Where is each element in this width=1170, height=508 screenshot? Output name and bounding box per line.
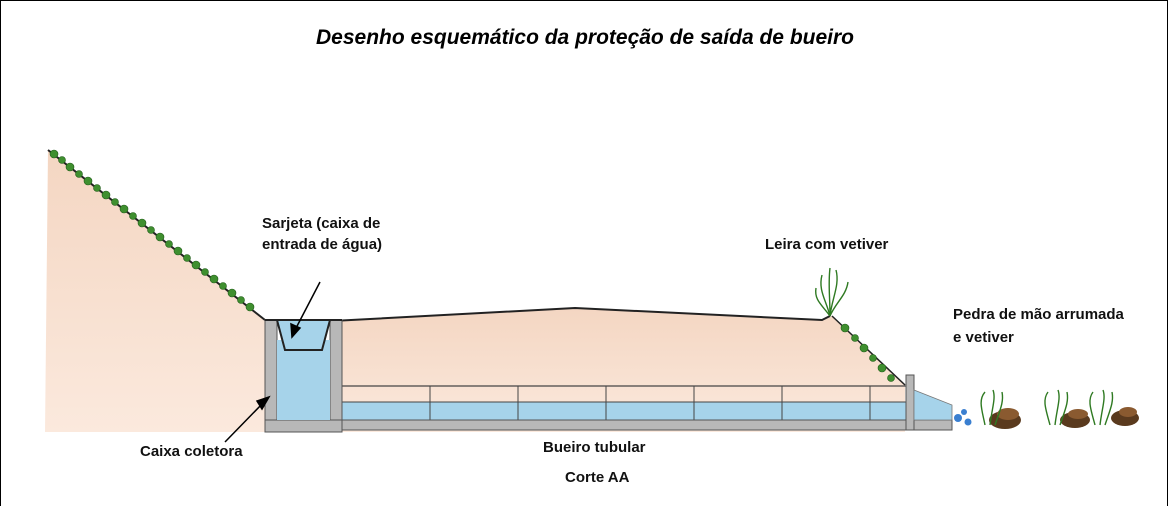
arrow-caixa-coletora	[224, 395, 271, 443]
leira-vetiver	[815, 267, 849, 317]
label-bueiro: Bueiro tubular	[543, 439, 646, 456]
sarjeta-inlet	[275, 319, 332, 351]
collection-box-water	[277, 340, 330, 420]
arrow-sarjeta	[290, 281, 321, 339]
label-leira: Leira com vetiver	[765, 236, 889, 253]
outlet-water-splash	[954, 409, 972, 426]
outlet-apron	[913, 389, 953, 421]
stone-group-2	[1044, 389, 1090, 428]
label-sarjeta-line1: Sarjeta (caixa de	[262, 215, 381, 232]
stone-group-1	[980, 389, 1021, 429]
culvert-pipe-water	[342, 402, 912, 420]
label-sarjeta-line2: entrada de água)	[262, 236, 383, 253]
label-caixa-coletora: Caixa coletora	[140, 443, 243, 460]
left-embankment	[45, 150, 265, 432]
pipe-segments	[429, 386, 871, 420]
collection-box-left-wall	[264, 319, 278, 433]
slope-vegetation	[49, 149, 255, 312]
road-embankment	[342, 308, 905, 432]
label-corte: Corte AA	[565, 469, 630, 486]
pipe-base	[341, 419, 953, 431]
collection-box-right-wall	[329, 319, 343, 433]
label-pedra-line2: e vetiver	[953, 329, 1014, 346]
stone-group-3	[1089, 389, 1139, 426]
collection-box-floor	[264, 419, 343, 433]
road-surface-line	[331, 306, 831, 322]
diagram-title: Desenho esquemático da proteção de saída…	[316, 26, 854, 49]
slope-shrubs	[840, 323, 895, 382]
outlet-headwall	[905, 374, 915, 431]
label-pedra-line1: Pedra de mão arrumada	[953, 306, 1124, 323]
